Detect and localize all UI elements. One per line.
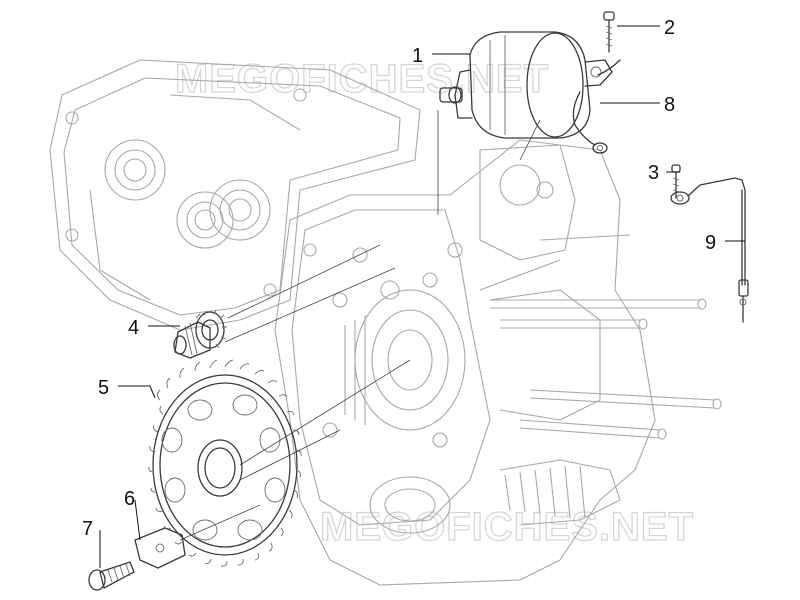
ground-cable-part-8 [572,59,621,154]
assembly-lines [179,110,541,541]
pinion-gear-part-4 [173,310,227,359]
callout-1: 1 [412,45,423,67]
crankcase-left-cover [49,59,421,331]
callout-6: 6 [124,488,135,510]
callout-leaders [99,25,745,568]
crankcase-main-body [274,139,656,586]
cylinder-studs [479,234,722,440]
watermark-bottom: MEGOFICHES.NET [320,505,694,549]
retainer-plate-part-6 [134,527,186,569]
callout-5: 5 [98,377,109,399]
callout-7: 7 [82,518,93,540]
callout-2: 2 [664,17,675,39]
callout-9: 9 [705,232,716,254]
bolt-part-7 [88,561,135,591]
watermark-top: MEGOFICHES.NET [175,57,549,101]
cable-part-9 [670,177,749,323]
screw-part-2 [603,11,615,53]
starter-motor [439,31,613,139]
callout-4: 4 [128,317,139,339]
starter-gear-part-5 [148,359,302,567]
callout-8: 8 [664,94,675,116]
callout-3: 3 [648,162,659,184]
